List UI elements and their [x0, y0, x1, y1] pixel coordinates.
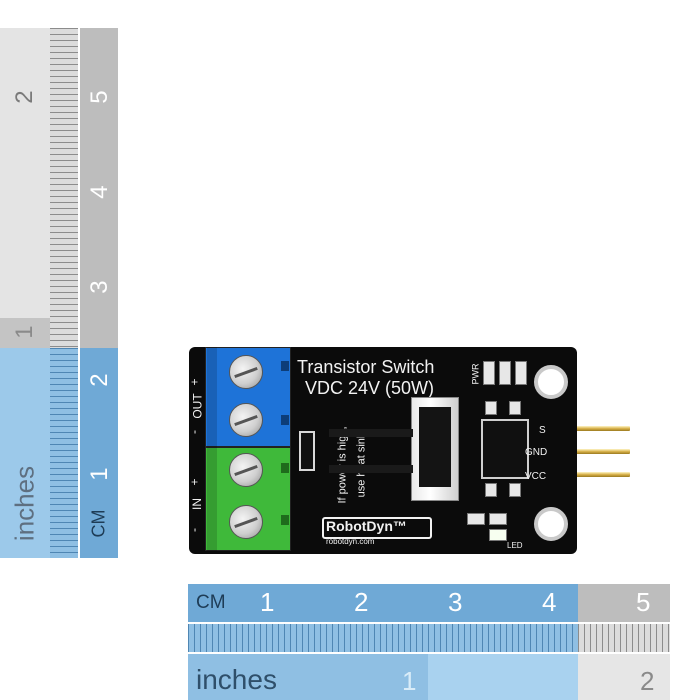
inch-tick-label: 1	[402, 666, 417, 696]
cm-label: CM	[88, 509, 109, 538]
chip-pad	[485, 401, 497, 415]
smd-resistor	[499, 361, 511, 385]
trace	[329, 465, 413, 473]
pin-label-gnd: GND	[525, 447, 548, 458]
screw-icon	[229, 355, 263, 389]
led-icon	[489, 529, 507, 541]
smd-resistor	[467, 513, 485, 525]
inches-column-blue	[0, 348, 50, 558]
chip-pad	[485, 483, 497, 497]
brand-label: RobotDyn™	[326, 518, 407, 534]
cm-tick-label: 3	[448, 587, 463, 617]
mounting-hole	[534, 365, 568, 399]
smd-resistor	[483, 361, 495, 385]
header-pin	[564, 472, 630, 477]
screw-icon	[229, 453, 263, 487]
inch-tick-label: 2	[640, 666, 655, 696]
cm-tick-label: 1	[260, 587, 275, 617]
tick-column-blue	[50, 348, 78, 558]
cm-column-blue	[80, 348, 118, 558]
inches-row-blue	[188, 654, 428, 700]
left-ruler: 2 1 inches 5 4 3 2 1 CM	[0, 28, 118, 558]
transistor-switch-board: + OUT - + IN - Transistor Switch VDC 24V…	[187, 347, 577, 554]
cm-tick-label: 3	[86, 280, 113, 294]
terminal-label-in-plus: +	[187, 478, 202, 486]
inch-tick-label: 1	[11, 325, 38, 339]
smd-diode	[299, 431, 315, 471]
cm-tick-label: 5	[86, 90, 113, 104]
cm-tick-label: 2	[86, 373, 113, 387]
terminal-label-out-minus: -	[187, 430, 201, 434]
inches-label: inches	[9, 465, 40, 542]
screw-icon	[229, 505, 263, 539]
inches-column-grey	[0, 28, 50, 348]
optocoupler-chip	[481, 419, 529, 479]
terminal-slot	[281, 463, 289, 473]
cm-tick-label: 4	[542, 587, 557, 617]
website-label: robotdyn.com	[326, 537, 375, 546]
inches-row-blue-light	[428, 654, 578, 700]
header-pin	[564, 449, 630, 454]
terminal-slot	[281, 415, 289, 425]
board-title-line1: Transistor Switch	[297, 357, 435, 377]
pwr-label: PWR	[470, 363, 481, 385]
cm-row-grey	[578, 584, 670, 622]
cm-tick-label: 1	[86, 467, 113, 481]
screw-icon	[229, 403, 263, 437]
terminal-label-out-plus: +	[187, 378, 202, 386]
cm-label: CM	[196, 592, 226, 613]
header-pin	[564, 426, 630, 431]
cm-tick-label: 4	[86, 185, 113, 199]
cm-tick-label: 2	[354, 587, 369, 617]
cm-column-grey	[80, 28, 118, 348]
chip-pad	[509, 401, 521, 415]
transistor-tab	[419, 407, 451, 487]
terminal-label-out: OUT	[190, 393, 205, 419]
terminal-slot	[281, 361, 289, 371]
inches-label: inches	[196, 664, 277, 695]
trace	[329, 429, 413, 437]
inch-tick-label: 2	[11, 90, 38, 104]
cm-row-blue	[188, 584, 578, 622]
pin-label-s: S	[539, 425, 546, 436]
inches-row-grey	[578, 654, 670, 700]
terminal-ridge	[207, 347, 217, 551]
tick-row-grey	[578, 624, 670, 652]
robotdyn-logo	[322, 517, 432, 539]
smd-resistor	[489, 513, 507, 525]
terminal-label-in: IN	[190, 498, 204, 510]
mounting-hole	[534, 507, 568, 541]
chip-pad	[509, 483, 521, 497]
board-title-line2: VDC 24V (50W)	[305, 378, 435, 398]
bottom-ruler: CM 1 2 3 4 5 inches 1 2	[188, 584, 670, 700]
inches-column-grey-dark	[0, 318, 50, 348]
tick-row-blue	[188, 624, 578, 652]
smd-resistor	[515, 361, 527, 385]
terminal-label-in-minus: -	[187, 528, 201, 532]
terminal-slot	[281, 515, 289, 525]
cm-tick-label: 5	[636, 587, 651, 617]
pin-label-vcc: VCC	[525, 471, 547, 482]
led-label: LED	[507, 541, 523, 550]
